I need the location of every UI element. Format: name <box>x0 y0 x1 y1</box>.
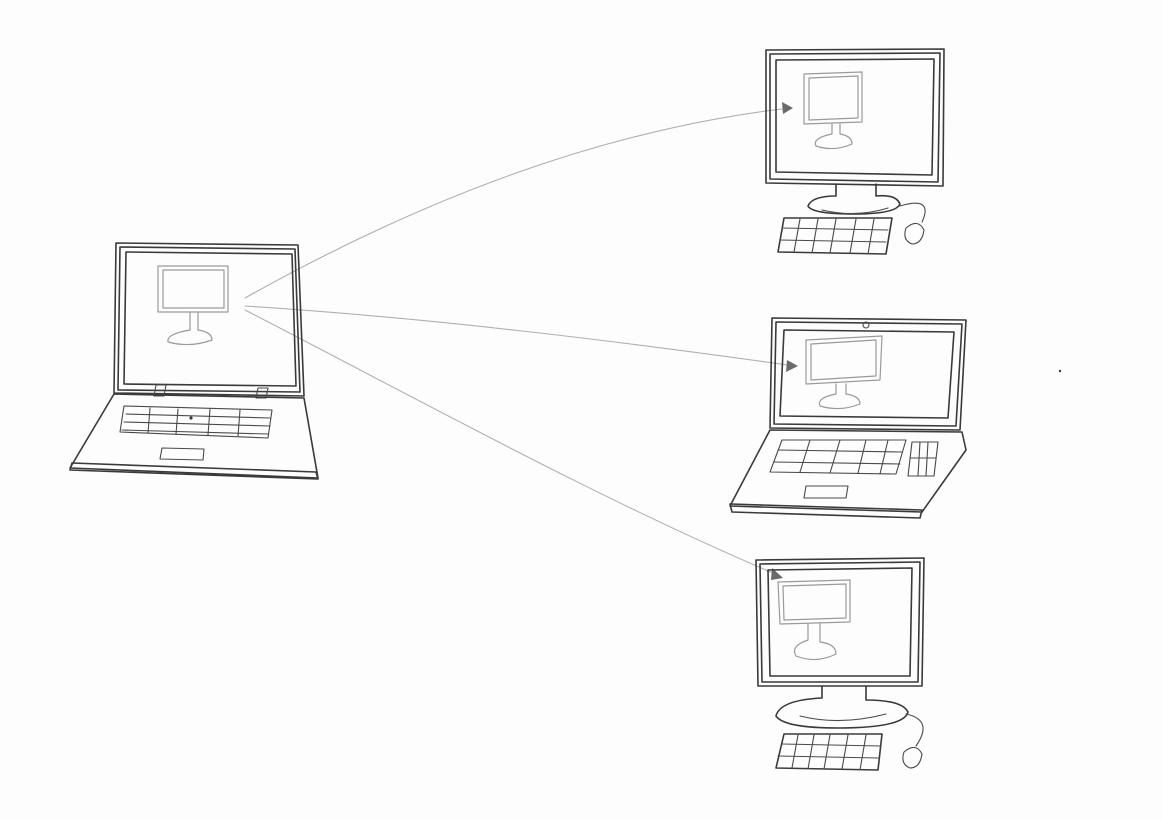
connector-source-to-target-1 <box>245 108 790 298</box>
connector-source-to-target-3 <box>245 310 780 576</box>
connectors <box>245 102 798 580</box>
arrowhead-target-1 <box>782 102 793 114</box>
target-3-desktop-computer-icon <box>756 558 924 770</box>
target-1-desktop-computer-icon <box>766 49 944 254</box>
stray-dot <box>1059 370 1061 372</box>
connector-source-to-target-2 <box>245 306 795 366</box>
arrowhead-target-2 <box>786 360 798 372</box>
target-2-laptop-icon <box>730 318 966 518</box>
